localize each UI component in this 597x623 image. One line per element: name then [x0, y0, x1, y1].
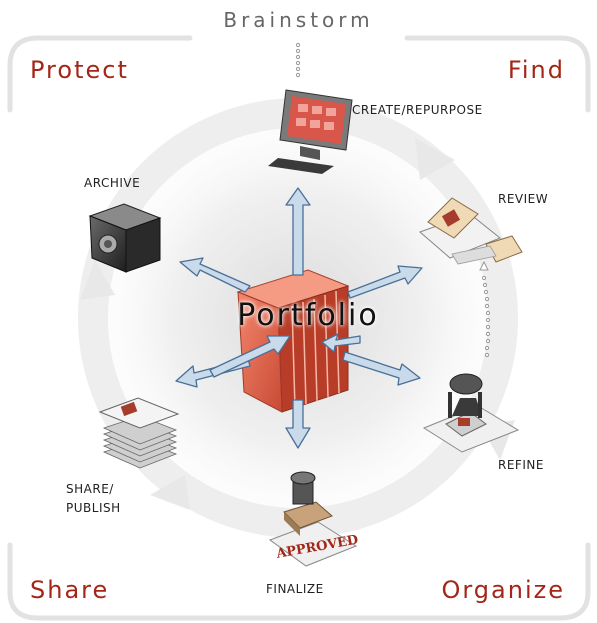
magnifier-loupe-icon	[422, 373, 520, 453]
brainstorm-dotted-line	[295, 42, 301, 78]
stage-label-create: CREATE/REPURPOSE	[352, 103, 483, 117]
arrow-upper-right	[347, 265, 423, 299]
arrow-lower-right	[342, 351, 421, 386]
stage-label-share-publish: SHARE/ PUBLISH	[66, 480, 121, 518]
monitor-icon	[268, 89, 353, 174]
arrow-down	[285, 399, 311, 449]
stage-label-refine: REFINE	[498, 458, 544, 472]
stage-label-share-line: SHARE/	[66, 482, 114, 496]
brainstorm-title: Brainstorm	[223, 8, 374, 32]
center-label-portfolio: Portfolio	[237, 298, 379, 333]
arrow-into-cube	[209, 335, 291, 378]
corner-label-organize: Organize	[441, 576, 565, 604]
corner-label-share: Share	[30, 576, 110, 604]
stage-label-finalize: FINALIZE	[266, 582, 324, 596]
approved-stamp-icon: APPROVED	[268, 471, 359, 567]
cycle-arrowheads	[80, 138, 515, 510]
stage-label-publish-line: PUBLISH	[66, 501, 121, 515]
cube-arrows	[175, 187, 423, 449]
document-stack-icon	[98, 397, 180, 469]
stage-label-archive: ARCHIVE	[84, 176, 141, 190]
outer-frame	[7, 35, 591, 621]
arrow-into-cube-right	[321, 333, 361, 353]
review-documents-icon	[419, 197, 523, 265]
stage-label-review: REVIEW	[498, 192, 549, 206]
vault-icon	[88, 203, 162, 273]
arrow-upper-left	[179, 257, 251, 293]
corner-label-protect: Protect	[30, 56, 129, 84]
portfolio-cube	[236, 269, 350, 413]
arrow-up	[285, 187, 311, 276]
corner-label-find: Find	[507, 56, 565, 84]
review-refine-dotted-line	[479, 260, 491, 358]
